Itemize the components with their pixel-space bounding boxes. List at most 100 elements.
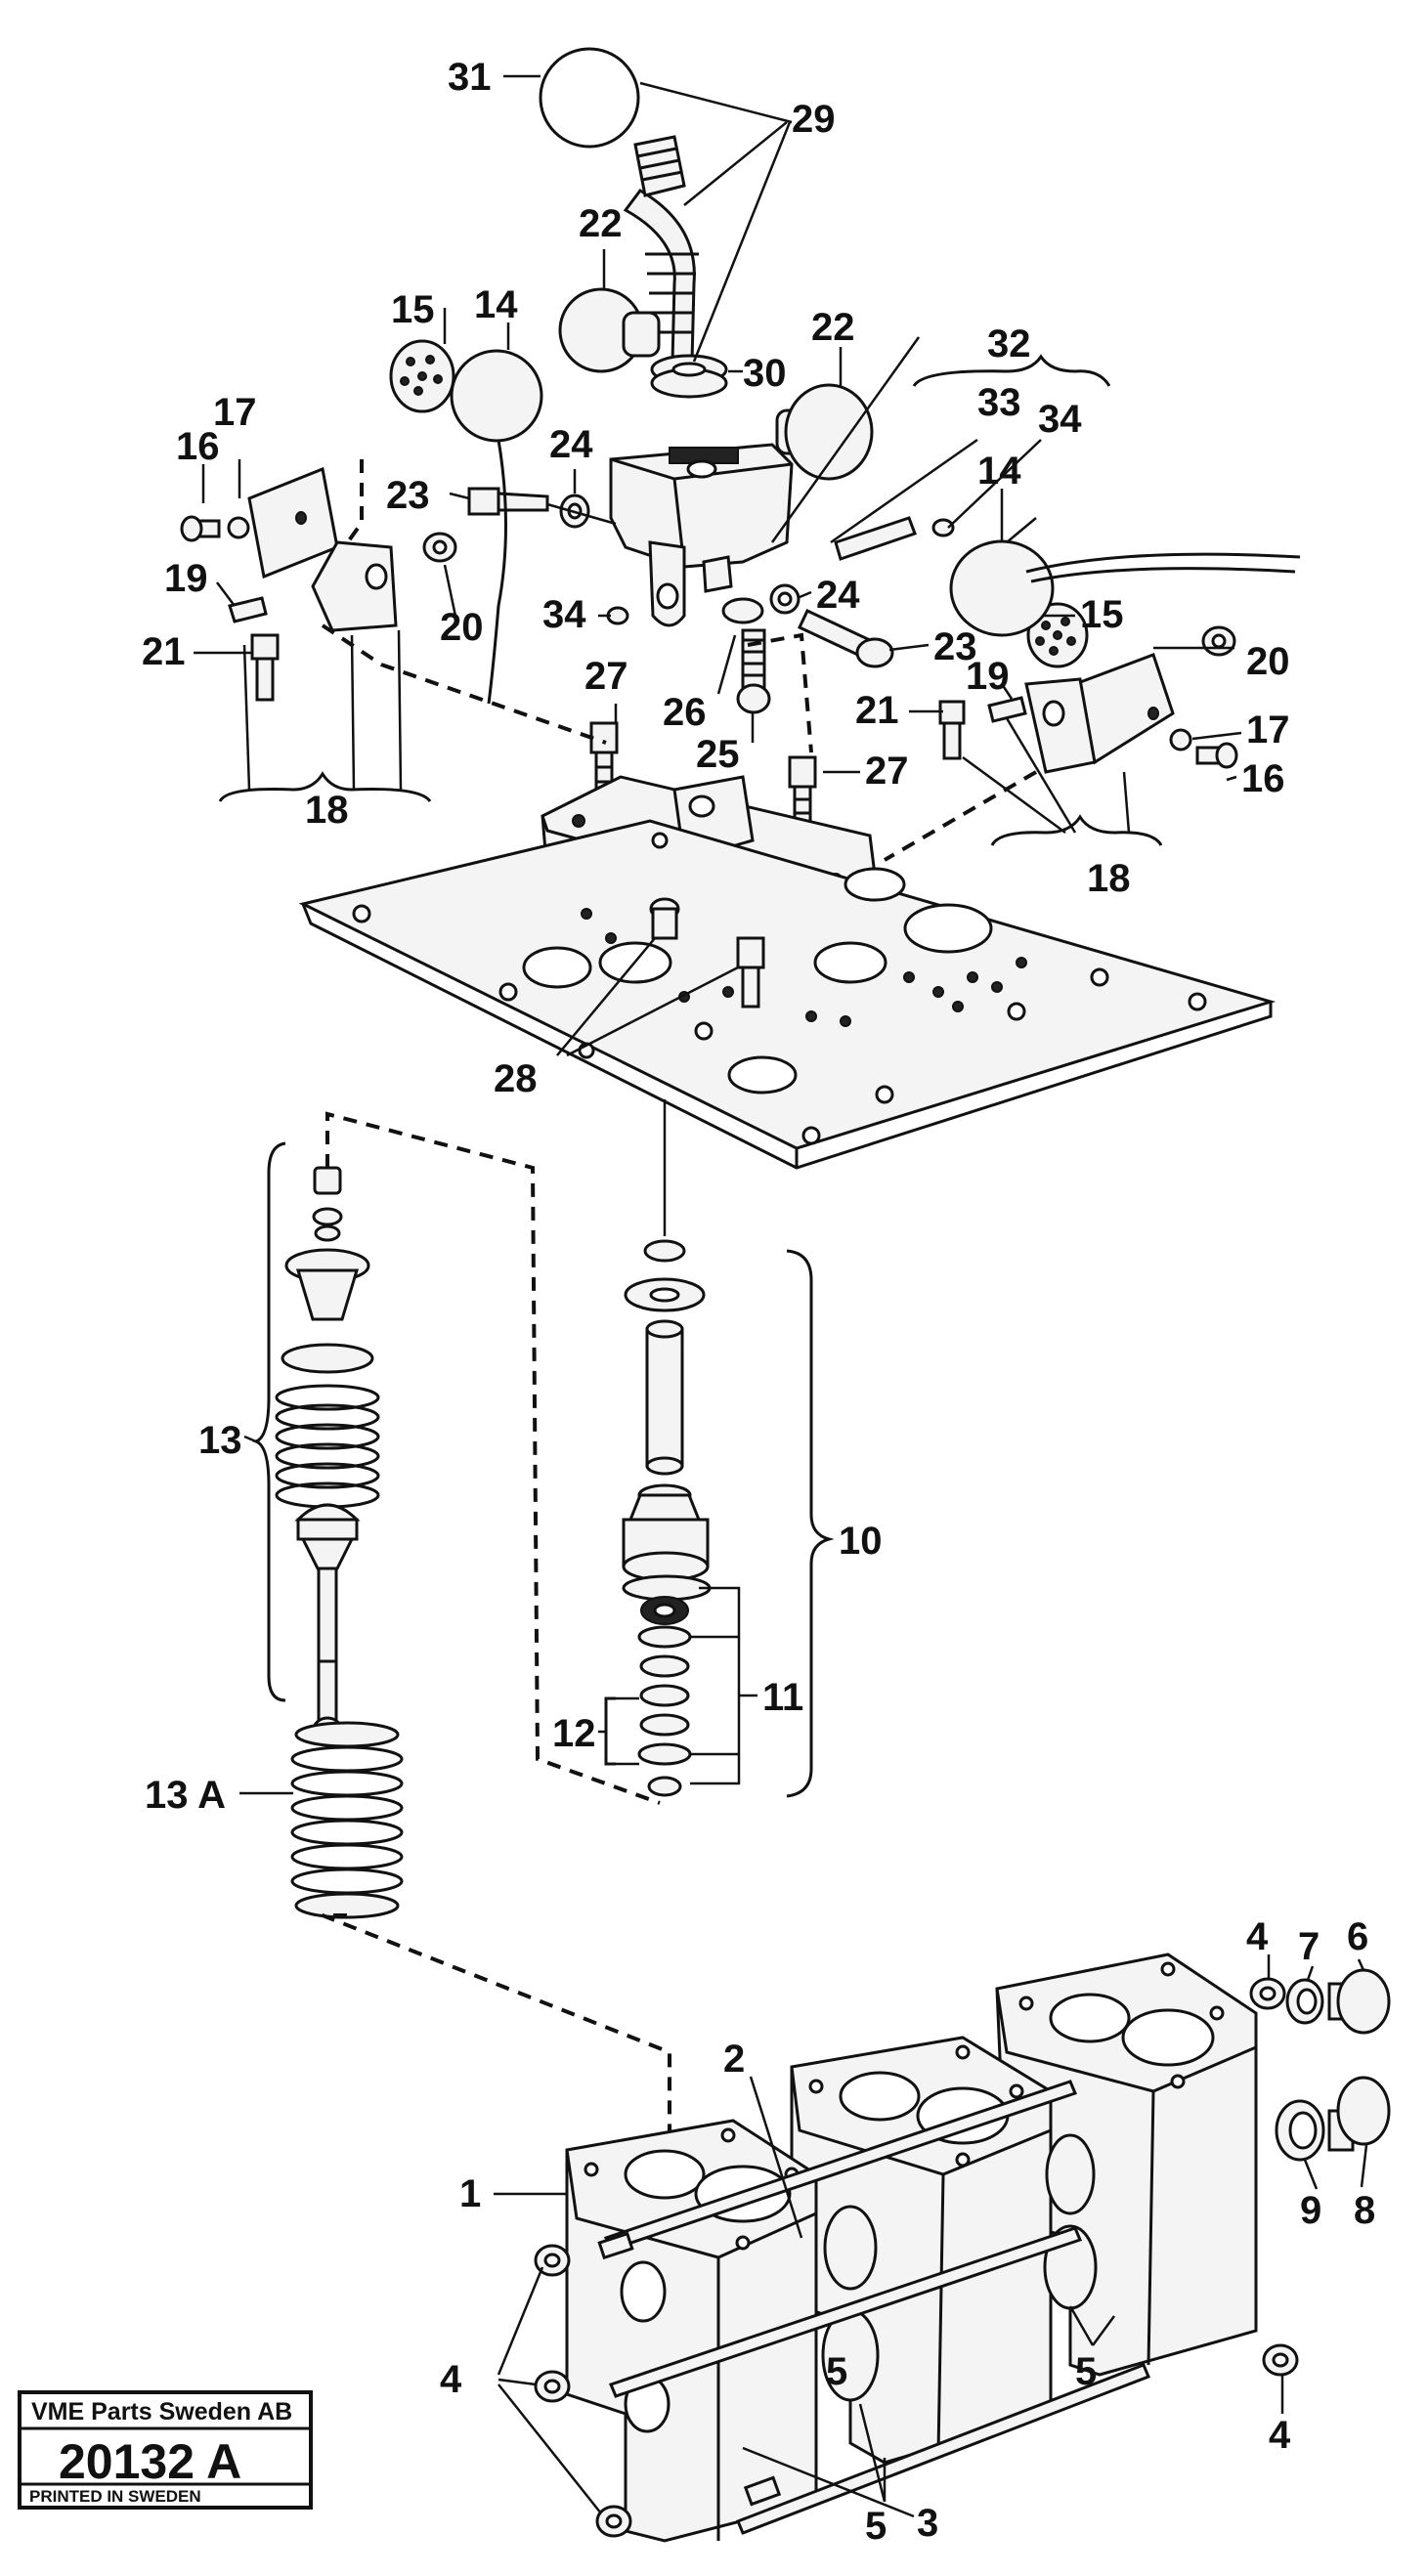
pin-19-left	[228, 596, 268, 623]
ring-7	[1285, 1978, 1324, 2025]
callout-16-left: 16	[176, 425, 220, 468]
nut-4-right-bottom	[1262, 2343, 1299, 2377]
bracket-10	[786, 1249, 835, 1798]
callout-9: 9	[1300, 2189, 1321, 2232]
callout-5-middle: 5	[1075, 2350, 1097, 2393]
callout-24-right: 24	[816, 574, 860, 617]
callout-2: 2	[723, 2038, 745, 2081]
callout-6: 6	[1347, 1915, 1368, 1958]
nut-20-left	[422, 532, 457, 563]
callout-5-bottom: 5	[865, 2505, 887, 2548]
callout-19-left: 19	[164, 557, 208, 600]
valve-body-right	[995, 1953, 1258, 2377]
callout-26: 26	[663, 691, 707, 734]
tie-rods	[597, 2080, 1150, 2535]
bracket-18-left	[247, 466, 398, 632]
title-block-drawing-number: 20132 A	[59, 2434, 241, 2489]
callout-14-left: 14	[474, 283, 518, 326]
valve-body-front	[565, 2119, 880, 2543]
bracket-18-left-brace	[218, 771, 432, 802]
callout-7: 7	[1298, 1925, 1320, 1968]
washer-17-right	[1169, 728, 1192, 751]
bracket-18-right-brace	[990, 814, 1163, 846]
callout-18-right: 18	[1087, 857, 1131, 900]
nut-4-right-top	[1249, 1977, 1286, 2010]
dashed-guide-lever	[747, 632, 813, 753]
pin-19-right	[987, 696, 1027, 723]
callout-21-right: 21	[855, 689, 899, 732]
lever-housing	[609, 443, 794, 627]
callout-13: 13	[198, 1419, 242, 1462]
dashed-link-13-10	[325, 1111, 661, 1805]
callout-29: 29	[792, 98, 836, 141]
callout-28: 28	[494, 1057, 538, 1100]
nut-24-right	[769, 583, 801, 615]
callout-17-right: 17	[1246, 708, 1290, 751]
callout-33: 33	[977, 381, 1021, 424]
disc-15-left	[389, 339, 455, 413]
spring-13	[275, 1384, 380, 1509]
screw-21-left	[250, 633, 280, 702]
plug-6	[1327, 1968, 1391, 2035]
callout-20-right: 20	[1246, 640, 1290, 683]
callout-13A: 13 A	[145, 1774, 226, 1817]
nut-4-left-top	[534, 2244, 571, 2277]
bracket-18-right	[1024, 653, 1175, 774]
callout-34-left: 34	[542, 593, 586, 636]
callout-15-left: 15	[391, 288, 435, 331]
callout-32: 32	[987, 322, 1031, 365]
plug-8	[1327, 2076, 1391, 2152]
ring-9	[1275, 2099, 1325, 2162]
title-block: VME Parts Sweden AB 20132 A PRINTED IN S…	[18, 2390, 313, 2510]
callout-25: 25	[696, 733, 740, 776]
leader-11	[690, 1586, 757, 1785]
callout-12: 12	[552, 1712, 596, 1755]
callout-24-left: 24	[549, 423, 593, 466]
callout-23-left: 23	[386, 474, 430, 517]
callout-16-right: 16	[1241, 757, 1285, 800]
dashed-link-13A-valve	[322, 1913, 671, 2140]
callout-17-left: 17	[213, 391, 257, 434]
base-plate	[298, 819, 1277, 1170]
disc-22-right	[775, 383, 874, 481]
callout-10: 10	[839, 1520, 883, 1563]
callout-27-left: 27	[584, 655, 628, 698]
stud-28-left	[649, 897, 680, 940]
screw-16-left	[180, 515, 221, 542]
nut-4-left-bottom	[595, 2505, 632, 2538]
washer-26	[721, 597, 764, 624]
screw-21-right	[938, 700, 966, 760]
nut-4-left-middle	[534, 2370, 571, 2403]
callout-18-left: 18	[305, 789, 349, 832]
leader-lines-bottom	[494, 1954, 1368, 2518]
dashed-guide-left-bracket	[321, 623, 607, 745]
spool-assembly-10	[622, 1239, 712, 1797]
screw-16-right	[1195, 742, 1238, 769]
callout-11: 11	[762, 1676, 803, 1719]
callout-4-top-right: 4	[1246, 1915, 1269, 1958]
spring-13A	[290, 1721, 404, 1919]
callout-5-left: 5	[826, 2350, 847, 2393]
nut-30	[650, 354, 728, 399]
callout-1: 1	[459, 2172, 481, 2215]
bracket-12	[604, 1696, 616, 1766]
stud-28-right	[736, 936, 765, 1009]
pin-33	[834, 516, 917, 561]
callout-8: 8	[1354, 2189, 1375, 2232]
title-block-company: VME Parts Sweden AB	[31, 2398, 292, 2426]
callout-19-right: 19	[966, 655, 1010, 698]
callout-34-right: 34	[1038, 398, 1082, 441]
callout-20-left: 20	[440, 606, 484, 649]
callout-21-left: 21	[142, 630, 186, 673]
washer-17-left	[227, 516, 250, 539]
callout-labels: 31 29 22 22 30 32 33 34 15 14 17 16 24 2…	[142, 56, 1375, 2548]
bracket-32	[912, 354, 1111, 387]
leader-lines-top	[194, 74, 1242, 1057]
knob-31	[539, 47, 640, 149]
disc-15-right	[1026, 602, 1089, 668]
valve-assembly-13	[275, 1166, 380, 1743]
switch-14-right	[949, 539, 1301, 637]
screw-23-left	[467, 487, 549, 516]
callout-4-bottom-right: 4	[1269, 2414, 1291, 2457]
